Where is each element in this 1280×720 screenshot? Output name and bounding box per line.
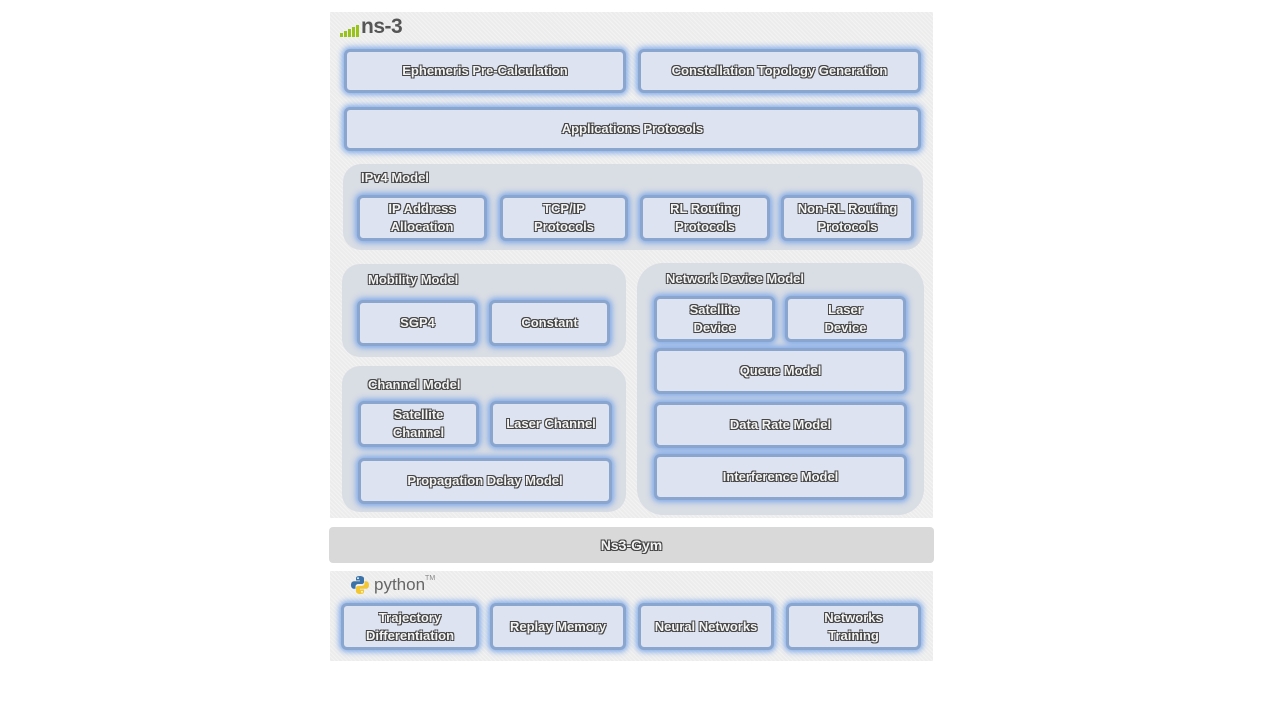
ns3-gym-bar: Ns3-Gym [329, 527, 934, 563]
mobility-title: Mobility Model [368, 272, 459, 287]
python-logo: pythonTM [350, 575, 435, 595]
ip-address-box: IP Address Allocation [357, 195, 487, 241]
ipv4-title: IPv4 Model [361, 170, 429, 185]
python-logo-text: pythonTM [374, 575, 436, 594]
interference-model-box: Interference Model [654, 454, 907, 500]
neural-networks-box: Neural Networks [638, 603, 774, 650]
satellite-device-box: Satellite Device [654, 296, 775, 342]
python-tm: TM [425, 575, 436, 582]
laser-channel-box: Laser Channel [490, 401, 612, 447]
netdevice-title: Network Device Model [666, 271, 804, 286]
satellite-channel-box: Satellite Channel [358, 401, 479, 447]
replay-memory-box: Replay Memory [490, 603, 626, 650]
non-rl-routing-box: Non-RL Routing Protocols [781, 195, 914, 241]
python-icon [351, 576, 369, 594]
sgp4-box: SGP4 [357, 300, 478, 346]
data-rate-model-box: Data Rate Model [654, 402, 907, 448]
trajectory-box: Trajectory Differentiation [341, 603, 479, 650]
laser-device-box: Laser Device [785, 296, 906, 342]
constellation-box: Constellation Topology Generation [638, 49, 921, 93]
rl-routing-box: RL Routing Protocols [640, 195, 770, 241]
ephemeris-box: Ephemeris Pre-Calculation [344, 49, 626, 93]
queue-model-box: Queue Model [654, 348, 907, 394]
channel-title: Channel Model [368, 377, 461, 392]
propagation-delay-box: Propagation Delay Model [358, 458, 612, 504]
networks-training-box: Networks Training [786, 603, 921, 650]
applications-box: Applications Protocols [344, 107, 921, 151]
ns3-logo: ns-3 [340, 15, 403, 38]
signal-bars-icon [340, 25, 359, 37]
tcpip-box: TCP/IP Protocols [500, 195, 628, 241]
ns3-logo-text: ns-3 [361, 15, 403, 38]
constant-box: Constant [489, 300, 610, 346]
